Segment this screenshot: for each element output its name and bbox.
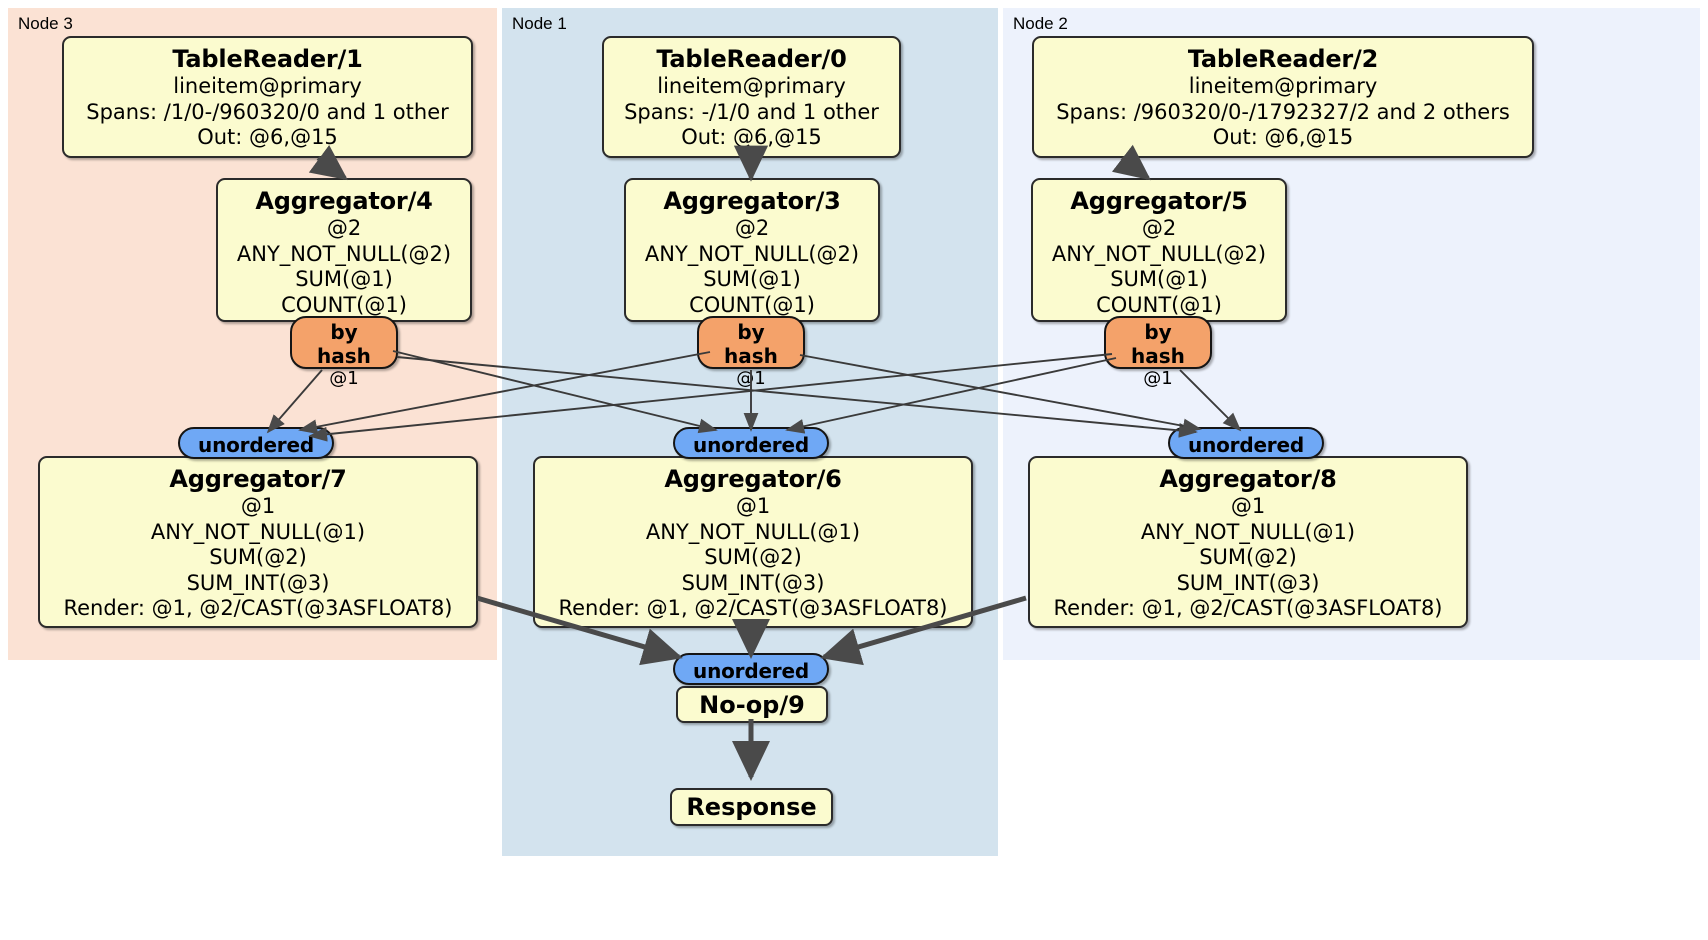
processor-detail-line: @1 — [240, 494, 276, 518]
processor-title: Aggregator/4 — [255, 187, 433, 215]
processor-box-aggregator7[interactable]: Aggregator/7 @1 ANY_NOT_NULL(@1) SUM(@2)… — [38, 456, 478, 628]
processor-detail-line: @1 — [1230, 494, 1266, 518]
processor-detail-line: SUM_INT(@3) — [1176, 570, 1320, 595]
processor-detail-line: Out: @6,@15 — [197, 125, 338, 149]
processor-detail-line: SUM(@2) — [704, 545, 802, 569]
router-label: by hash — [724, 320, 778, 368]
processor-title: Response — [686, 793, 817, 821]
synchronizer-label: unordered — [198, 433, 314, 457]
processor-detail-line: Out: @6,@15 — [1212, 125, 1354, 149]
router-column: @1 — [736, 368, 766, 389]
processor-detail-line: Render: @1, @2/CAST(@3ASFLOAT8) — [1053, 596, 1443, 620]
processor-box-response[interactable]: Response — [670, 788, 833, 826]
processor-detail-line: ANY_NOT_NULL(@2) — [236, 241, 452, 266]
processor-detail-line: SUM(@2) — [1199, 545, 1297, 569]
processor-detail-line: ANY_NOT_NULL(@1) — [1140, 519, 1356, 544]
synchronizer-label: unordered — [693, 659, 809, 683]
processor-detail-line: @2 — [326, 216, 362, 240]
processor-detail-line: SUM(@2) — [209, 545, 307, 569]
processor-detail-line: ANY_NOT_NULL(@1) — [150, 519, 366, 544]
synchronizer-label: unordered — [693, 433, 809, 457]
processor-box-tablereader1[interactable]: TableReader/1 lineitem@primary Spans: /1… — [62, 36, 473, 158]
processor-detail-line: @2 — [1141, 216, 1177, 240]
node-panel-label-node3: Node 3 — [18, 14, 73, 33]
processor-title: Aggregator/5 — [1070, 187, 1248, 215]
processor-detail-line: @2 — [734, 216, 770, 240]
processor-detail-line: ANY_NOT_NULL(@2) — [1051, 241, 1267, 266]
processor-detail-line: Out: @6,@15 — [681, 125, 822, 149]
processor-detail-line: COUNT(@1) — [1096, 292, 1222, 317]
router-by-hash-right[interactable]: by hash @1 — [1104, 316, 1212, 389]
processor-box-aggregator5[interactable]: Aggregator/5 @2 ANY_NOT_NULL(@2) SUM(@1)… — [1031, 178, 1287, 322]
processor-title: No-op/9 — [699, 690, 805, 719]
processor-box-noop9[interactable]: No-op/9 — [676, 686, 828, 723]
processor-detail-line: @1 — [735, 494, 771, 518]
processor-detail-line: lineitem@primary — [657, 74, 846, 98]
processor-detail-line: SUM(@1) — [703, 267, 801, 291]
synchronizer-unordered-final[interactable]: unordered — [673, 653, 829, 685]
router-column: @1 — [329, 368, 359, 389]
router-by-hash-center[interactable]: by hash @1 — [697, 316, 805, 389]
processor-title: Aggregator/3 — [663, 187, 841, 215]
processor-detail-line: lineitem@primary — [173, 74, 362, 98]
processor-title: Aggregator/8 — [1159, 465, 1337, 493]
processor-title: TableReader/1 — [172, 45, 363, 73]
processor-box-tablereader2[interactable]: TableReader/2 lineitem@primary Spans: /9… — [1032, 36, 1534, 158]
processor-detail-line: Render: @1, @2/CAST(@3ASFLOAT8) — [63, 596, 453, 620]
node-panel-label-node1: Node 1 — [512, 14, 567, 33]
processor-title: Aggregator/6 — [664, 465, 842, 493]
processor-box-aggregator8[interactable]: Aggregator/8 @1 ANY_NOT_NULL(@1) SUM(@2)… — [1028, 456, 1468, 628]
processor-detail-line: SUM_INT(@3) — [186, 570, 330, 595]
processor-box-aggregator4[interactable]: Aggregator/4 @2 ANY_NOT_NULL(@2) SUM(@1)… — [216, 178, 472, 322]
processor-detail-line: COUNT(@1) — [281, 292, 407, 317]
processor-detail-line: Spans: /960320/0-/1792327/2 and 2 others — [1056, 99, 1510, 124]
processor-detail-line: Spans: -/1/0 and 1 other — [624, 99, 879, 124]
processor-detail-line: ANY_NOT_NULL(@2) — [644, 241, 860, 266]
processor-detail-line: COUNT(@1) — [689, 292, 815, 317]
processor-detail-line: ANY_NOT_NULL(@1) — [645, 519, 861, 544]
processor-detail-line: lineitem@primary — [1188, 74, 1378, 98]
processor-title: TableReader/0 — [656, 45, 847, 73]
processor-detail-line: SUM(@1) — [295, 267, 393, 291]
processor-box-aggregator3[interactable]: Aggregator/3 @2 ANY_NOT_NULL(@2) SUM(@1)… — [624, 178, 880, 322]
processor-box-aggregator6[interactable]: Aggregator/6 @1 ANY_NOT_NULL(@1) SUM(@2)… — [533, 456, 973, 628]
synchronizer-unordered-left[interactable]: unordered — [178, 427, 334, 459]
synchronizer-unordered-right[interactable]: unordered — [1168, 427, 1324, 459]
processor-detail-line: Render: @1, @2/CAST(@3ASFLOAT8) — [558, 596, 948, 620]
processor-detail-line: SUM(@1) — [1110, 267, 1208, 291]
node-panel-label-node2: Node 2 — [1013, 14, 1068, 33]
processor-detail-line: Spans: /1/0-/960320/0 and 1 other — [86, 99, 449, 124]
processor-detail-line: SUM_INT(@3) — [681, 570, 825, 595]
processor-title: TableReader/2 — [1187, 45, 1379, 73]
processor-title: Aggregator/7 — [169, 465, 347, 493]
synchronizer-unordered-center[interactable]: unordered — [673, 427, 829, 459]
router-column: @1 — [1143, 368, 1173, 389]
router-label: by hash — [1131, 320, 1185, 368]
router-label: by hash — [317, 320, 371, 368]
processor-box-tablereader0[interactable]: TableReader/0 lineitem@primary Spans: -/… — [602, 36, 901, 158]
synchronizer-label: unordered — [1188, 433, 1304, 457]
router-by-hash-left[interactable]: by hash @1 — [290, 316, 398, 389]
